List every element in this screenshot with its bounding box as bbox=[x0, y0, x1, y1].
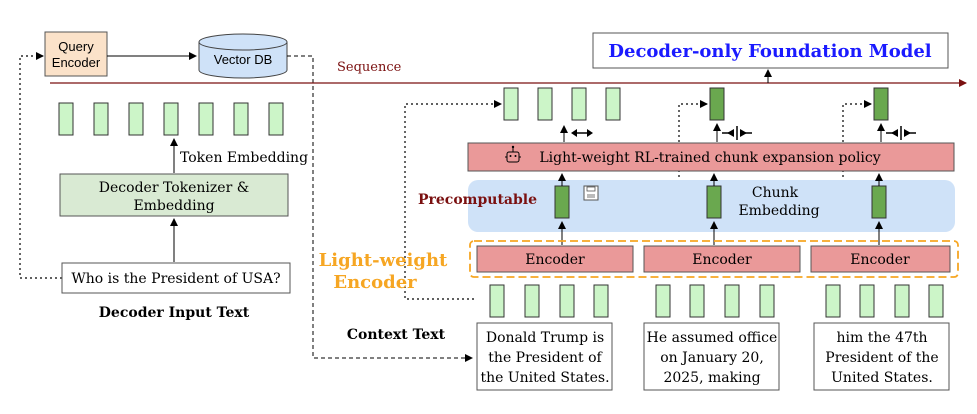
policy-label: Light-weight RL-trained chunk expansion … bbox=[539, 150, 880, 166]
compress-icon bbox=[886, 126, 916, 140]
decoder-input-box bbox=[61, 262, 291, 294]
query-path bbox=[19, 52, 62, 279]
decoder-tokenizer-label: Embedding bbox=[133, 198, 214, 214]
encoder-box bbox=[643, 245, 801, 273]
context-chunk-text: the United States. bbox=[480, 370, 609, 386]
token-embedding-block bbox=[571, 87, 587, 121]
token-embedding-block bbox=[655, 284, 671, 318]
context-chunk-text: President of the bbox=[825, 350, 938, 366]
context-token-row bbox=[489, 284, 944, 318]
compress-icon bbox=[722, 126, 752, 140]
chunk-embedding-block bbox=[554, 185, 570, 219]
context-chunk-text: Donald Trump is bbox=[486, 330, 604, 346]
encoder-box bbox=[810, 245, 951, 273]
context-chunk-box bbox=[643, 322, 780, 391]
robot-icon bbox=[505, 145, 521, 163]
token-embedding-block bbox=[163, 102, 179, 136]
query-encoder-label: Query bbox=[58, 39, 94, 54]
query-encoder-label: Encoder bbox=[52, 55, 101, 70]
decoder-token-row bbox=[58, 102, 284, 136]
foundation-model-title: Decoder-only Foundation Model bbox=[608, 41, 931, 62]
sequence-label: Sequence bbox=[337, 60, 402, 75]
context-chunk-box bbox=[476, 322, 613, 391]
chunk-embedding-block bbox=[873, 87, 889, 121]
context-chunk-text: United States. bbox=[831, 370, 933, 386]
token-embedding-label: Token Embedding bbox=[180, 150, 308, 166]
retrieval-path bbox=[287, 55, 473, 362]
token-embedding-block bbox=[524, 284, 540, 318]
token-embedding-block bbox=[605, 87, 621, 121]
token-embedding-block bbox=[489, 284, 505, 318]
expanded-token-row bbox=[503, 87, 621, 121]
precomputable-label: Precomputable bbox=[418, 192, 537, 208]
context-chunk-text: 2025, making bbox=[663, 370, 760, 386]
encoder-box bbox=[476, 245, 634, 273]
context-text-label: Context Text bbox=[347, 327, 446, 343]
token-embedding-block bbox=[825, 284, 841, 318]
chunk-embedding-label: Chunk bbox=[752, 185, 799, 201]
expand-path bbox=[404, 100, 502, 300]
encoder-label: Encoder bbox=[692, 252, 752, 268]
token-embedding-block bbox=[593, 284, 609, 318]
token-embedding-block bbox=[928, 284, 944, 318]
query-encoder-box bbox=[44, 31, 108, 77]
token-embedding-block bbox=[859, 284, 875, 318]
expand-icon bbox=[571, 129, 593, 137]
encoder-label: Encoder bbox=[850, 252, 910, 268]
foundation-model-box bbox=[592, 32, 949, 69]
vector-db-label: Vector DB bbox=[214, 52, 273, 67]
token-embedding-block bbox=[128, 102, 144, 136]
decoder-tokenizer-box bbox=[59, 173, 289, 217]
context-chunk-text: He assumed office bbox=[647, 330, 778, 346]
chunk-embedding-block bbox=[709, 87, 725, 121]
chunk2-path bbox=[678, 100, 708, 204]
decoder-tokenizer-label: Decoder Tokenizer & bbox=[99, 180, 249, 196]
encoder-group-outline bbox=[469, 240, 959, 278]
context-chunk-box bbox=[813, 322, 950, 391]
chunk-embedding-label: Embedding bbox=[738, 203, 819, 219]
token-embedding-block bbox=[93, 102, 109, 136]
policy-bar bbox=[467, 142, 955, 172]
lightweight-encoder-label: Encoder bbox=[333, 272, 417, 293]
decoder-input-text: Who is the President of USA? bbox=[71, 271, 280, 287]
token-embedding-block bbox=[268, 102, 284, 136]
token-embedding-block bbox=[759, 284, 775, 318]
token-embedding-block bbox=[537, 87, 553, 121]
token-embedding-block bbox=[689, 284, 705, 318]
token-embedding-block bbox=[894, 284, 910, 318]
chunk3-path bbox=[842, 100, 872, 204]
token-embedding-block bbox=[503, 87, 519, 121]
save-icon bbox=[583, 185, 599, 201]
token-embedding-block bbox=[233, 102, 249, 136]
context-chunk-text: on January 20, bbox=[660, 350, 764, 366]
chunk-embedding-block bbox=[706, 185, 722, 219]
chunk-embedding-block bbox=[871, 185, 887, 219]
decoder-input-label: Decoder Input Text bbox=[99, 305, 250, 321]
token-embedding-block bbox=[198, 102, 214, 136]
token-embedding-block bbox=[559, 284, 575, 318]
encoder-label: Encoder bbox=[525, 252, 585, 268]
context-chunk-text: the President of bbox=[488, 350, 603, 366]
lightweight-encoder-label: Light-weight bbox=[319, 250, 448, 271]
vector-db-cylinder bbox=[198, 33, 288, 79]
token-embedding-block bbox=[58, 102, 74, 136]
token-embedding-block bbox=[724, 284, 740, 318]
context-chunk-text: him the 47th bbox=[836, 330, 927, 346]
